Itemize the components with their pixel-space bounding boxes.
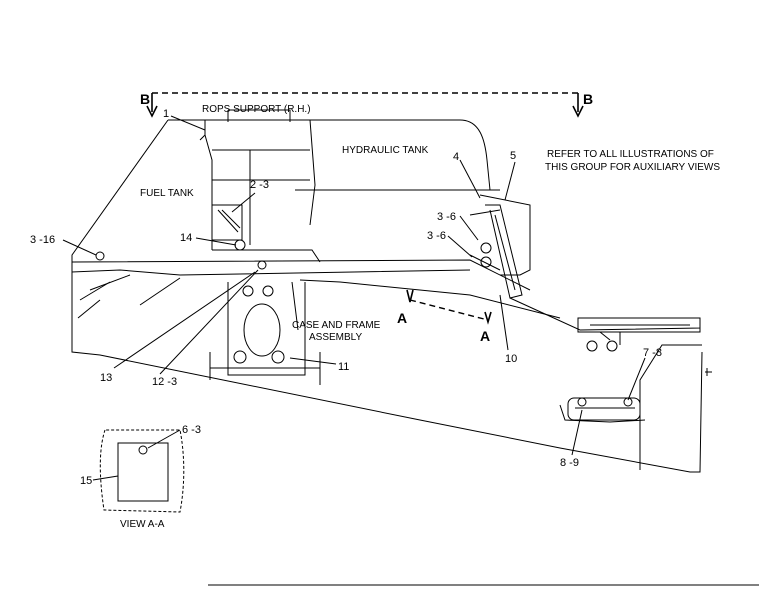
section-b-left-label: B [140,91,150,107]
section-a-right-label: A [480,328,490,344]
callout-10: 10 [505,353,517,365]
callout-8-9: 8 -9 [560,457,579,469]
callout-5: 5 [510,150,516,162]
frame-outline [71,119,712,473]
callout-14: 14 [180,232,192,244]
callout-11: 11 [338,361,349,373]
section-b-right-label: B [583,91,593,107]
fuel-tank-label: FUEL TANK [140,188,194,199]
view-aa-detail [99,429,185,513]
lower-right-detail [559,397,646,423]
case-frame-label-line2: ASSEMBLY [309,332,362,343]
callout-4: 4 [453,151,459,163]
callout-12-3: 12 -3 [152,376,177,388]
right-hardware [469,194,701,352]
case-frame-label-line1: CASE AND FRAME [292,320,381,331]
callout-3-6-lower: 3 -6 [427,230,446,242]
rops-support-label: ROPS SUPPORT (R.H.) [202,104,311,115]
callout-7-8: 7 -8 [643,347,662,359]
callout-15: 15 [80,475,92,487]
callout-1: 1 [163,108,169,120]
callout-2-3: 2 -3 [250,179,269,191]
callout-6-3: 6 -3 [182,424,201,436]
section-b-line [146,92,584,118]
refer-note-line2: THIS GROUP FOR AUXILIARY VIEWS [545,162,720,173]
leader-lines [62,115,646,481]
callout-13: 13 [100,372,112,384]
callout-3-16: 3 -16 [30,234,55,246]
hydraulic-tank [168,109,500,263]
view-aa-label: VIEW A-A [120,519,165,530]
hydraulic-tank-label: HYDRAULIC TANK [342,145,429,156]
refer-note-line1: REFER TO ALL ILLUSTRATIONS OF [547,149,714,160]
section-a-left-label: A [397,310,407,326]
section-a-line [406,289,492,325]
callout-3-6-upper: 3 -6 [437,211,456,223]
